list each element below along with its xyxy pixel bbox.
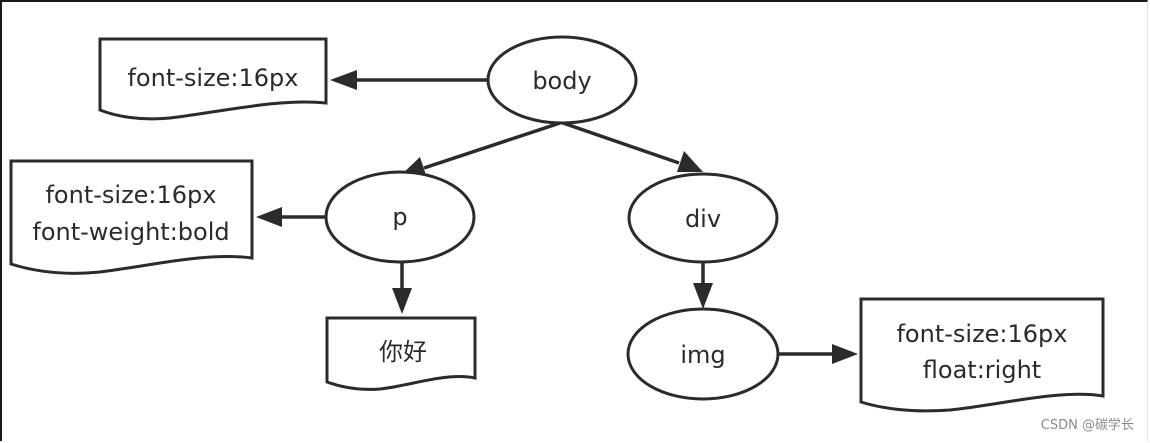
note-p-text: 你好: [325, 316, 477, 391]
edge-p-to-p-text: [392, 262, 412, 314]
node-img: img: [626, 307, 780, 401]
node-body: body: [486, 35, 638, 125]
edge-body-to-body-style: [330, 70, 488, 90]
note-p-style-line-1: font-size:16px: [45, 181, 216, 209]
watermark: CSDN @碳学长: [1040, 418, 1134, 433]
node-body-label: body: [532, 67, 591, 95]
note-p-text-line-1: 你好: [379, 338, 427, 366]
note-p-style: font-size:16px font-weight:bold: [9, 159, 254, 275]
node-div-label: div: [685, 205, 721, 233]
edge-body-to-div: [562, 121, 703, 172]
edge-p-to-p-style: [256, 207, 325, 227]
note-img-style: font-size:16px float:right: [859, 297, 1105, 413]
note-img-style-line-2: float:right: [923, 356, 1041, 384]
node-img-label: img: [680, 341, 725, 369]
note-p-style-line-2: font-weight:bold: [32, 218, 229, 246]
edge-img-to-img-style: [779, 344, 858, 364]
note-body-style: font-size:16px: [98, 37, 328, 121]
node-p: p: [324, 170, 476, 264]
edge-div-to-img: [693, 262, 713, 309]
note-img-style-line-1: font-size:16px: [896, 320, 1067, 348]
node-div: div: [627, 172, 779, 264]
edge-body-to-p: [400, 121, 561, 178]
note-body-style-line-1: font-size:16px: [127, 64, 298, 92]
node-p-label: p: [392, 203, 407, 231]
